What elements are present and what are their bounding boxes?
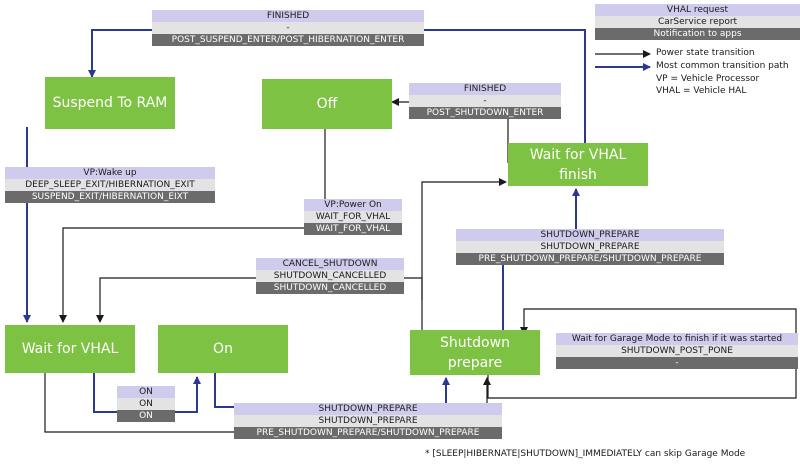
label-on-loop-app: ON xyxy=(117,410,175,422)
label-cancel-shutdown-vhal: CANCEL_SHUTDOWN xyxy=(256,258,404,270)
label-garage-mode-vhal: Wait for Garage Mode to finish if it was… xyxy=(556,333,798,345)
arrow-on-to-prepare xyxy=(214,373,450,408)
label-shutdown-prepare-bottom-app: PRE_SHUTDOWN_PREPARE/SHUTDOWN_PREPARE xyxy=(234,427,502,439)
label-finished-suspend: FINISHED - POST_SUSPEND_ENTER/POST_HIBER… xyxy=(152,10,424,46)
state-wait-for-vhal-finish-line1: Wait for VHAL xyxy=(529,146,627,163)
legend-color-key: VHAL request CarService report Notificat… xyxy=(595,4,800,40)
state-wait-for-vhal: Wait for VHAL xyxy=(5,325,135,373)
state-on: On xyxy=(158,325,288,373)
legend-power-state-transition: Power state transition xyxy=(656,48,755,58)
label-cancel-shutdown: CANCEL_SHUTDOWN SHUTDOWN_CANCELLED SHUTD… xyxy=(256,258,404,294)
label-finished-suspend-vhal: FINISHED xyxy=(152,10,424,22)
legend-notification-to-apps: Notification to apps xyxy=(595,28,800,40)
state-wait-for-vhal-finish: Wait for VHAL finish xyxy=(508,143,648,186)
label-wake-up-app: SUSPEND_EXIT/HIBERNATION_EIXT xyxy=(5,191,215,203)
label-power-on-app: WAIT_FOR_VHAL xyxy=(304,223,402,235)
state-shutdown-prepare: Shutdown prepare xyxy=(410,330,540,375)
label-finished-suspend-app: POST_SUSPEND_ENTER/POST_HIBERNATION_ENTE… xyxy=(152,34,424,46)
label-finished-off-app: POST_SHUTDOWN_ENTER xyxy=(409,107,561,119)
label-finished-off-car: - xyxy=(409,95,561,107)
legend-carservice-report: CarService report xyxy=(595,16,800,28)
label-shutdown-prepare-up-car: SHUTDOWN_PREPARE xyxy=(456,241,724,253)
label-shutdown-prepare-up-vhal: SHUTDOWN_PREPARE xyxy=(456,229,724,241)
label-shutdown-prepare-bottom: SHUTDOWN_PREPARE SHUTDOWN_PREPARE PRE_SH… xyxy=(234,403,502,439)
label-power-on-car: WAIT_FOR_VHAL xyxy=(304,211,402,223)
state-off: Off xyxy=(262,79,392,129)
label-cancel-shutdown-app: SHUTDOWN_CANCELLED xyxy=(256,282,404,294)
label-garage-mode-app: - xyxy=(556,357,798,369)
legend-vhal-definition: VHAL = Vehicle HAL xyxy=(656,86,747,96)
label-wake-up-vhal: VP:Wake up xyxy=(5,167,215,179)
label-on-loop-car: ON xyxy=(117,398,175,410)
label-shutdown-prepare-bottom-car: SHUTDOWN_PREPARE xyxy=(234,415,502,427)
state-on-label: On xyxy=(213,341,233,357)
legend-vp-definition: VP = Vehicle Processor xyxy=(656,74,760,84)
label-cancel-shutdown-car: SHUTDOWN_CANCELLED xyxy=(256,270,404,282)
label-garage-mode-car: SHUTDOWN_POST_PONE xyxy=(556,345,798,357)
footnote: * [SLEEP|HIBERNATE|SHUTDOWN]_IMMEDIATELY… xyxy=(425,449,746,459)
legend-vhal-request: VHAL request xyxy=(595,4,800,16)
label-wake-up-car: DEEP_SLEEP_EXIT/HIBERNATION_EXIT xyxy=(5,179,215,191)
label-wake-up: VP:Wake up DEEP_SLEEP_EXIT/HIBERNATION_E… xyxy=(5,167,215,203)
state-suspend-to-ram: Suspend To RAM xyxy=(45,77,175,129)
label-shutdown-prepare-bottom-vhal: SHUTDOWN_PREPARE xyxy=(234,403,502,415)
label-finished-off-vhal: FINISHED xyxy=(409,83,561,95)
arrow-off-to-waitvhal xyxy=(59,129,326,323)
label-on-loop: ON ON ON xyxy=(117,386,175,422)
state-shutdown-prepare-line2: prepare xyxy=(447,354,503,371)
state-suspend-to-ram-label: Suspend To RAM xyxy=(52,95,168,111)
legend-most-common-path: Most common transition path xyxy=(656,61,789,71)
state-off-label: Off xyxy=(316,96,338,112)
label-garage-mode: Wait for Garage Mode to finish if it was… xyxy=(556,333,798,369)
label-shutdown-prepare-up: SHUTDOWN_PREPARE SHUTDOWN_PREPARE PRE_SH… xyxy=(456,229,724,265)
state-wait-for-vhal-label: Wait for VHAL xyxy=(21,341,119,357)
label-on-loop-vhal: ON xyxy=(117,386,175,398)
label-finished-suspend-car: - xyxy=(152,22,424,34)
label-finished-off: FINISHED - POST_SHUTDOWN_ENTER xyxy=(409,83,561,119)
state-shutdown-prepare-line1: Shutdown xyxy=(440,334,510,351)
label-shutdown-prepare-up-app: PRE_SHUTDOWN_PREPARE/SHUTDOWN_PREPARE xyxy=(456,253,724,265)
label-power-on: VP:Power On WAIT_FOR_VHAL WAIT_FOR_VHAL xyxy=(304,199,402,235)
label-power-on-vhal: VP:Power On xyxy=(304,199,402,211)
state-wait-for-vhal-finish-line2: finish xyxy=(559,166,597,183)
